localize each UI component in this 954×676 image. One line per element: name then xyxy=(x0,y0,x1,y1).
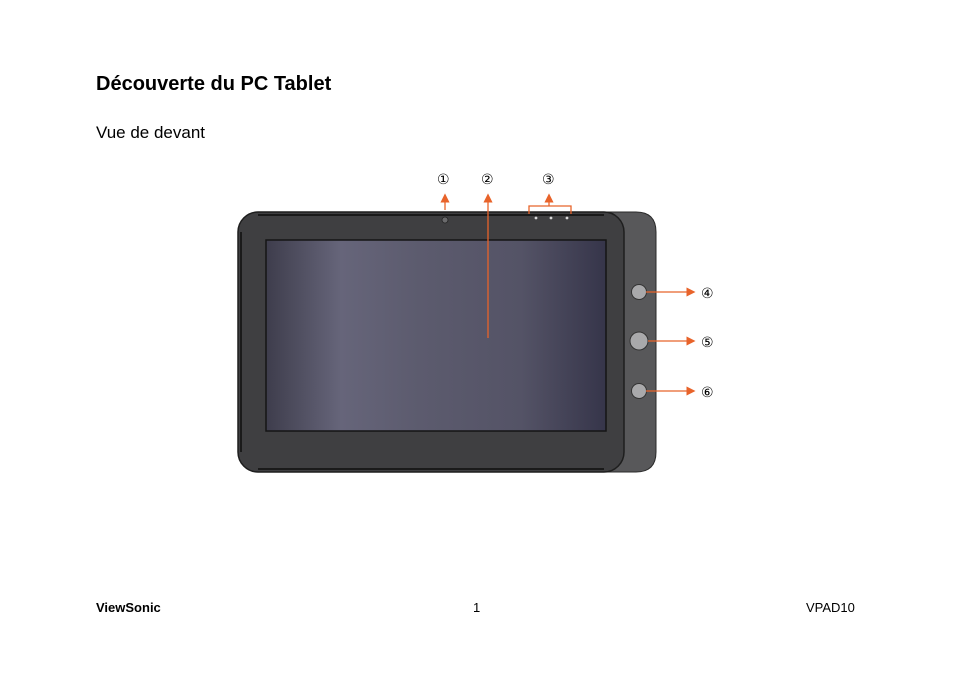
footer-model: VPAD10 xyxy=(806,600,855,615)
callout-1-label: ① xyxy=(437,172,450,188)
callout-2-label: ② xyxy=(481,172,494,188)
side-button-bottom xyxy=(631,383,647,399)
side-button-middle xyxy=(629,331,649,351)
side-button-top xyxy=(631,284,647,300)
callout-6-label: ⑥ xyxy=(701,385,714,401)
footer-page-number: 1 xyxy=(473,600,481,615)
indicator-lights xyxy=(534,216,569,220)
footer-brand: ViewSonic xyxy=(96,600,161,615)
section-subtitle: Vue de devant xyxy=(96,123,206,142)
callout-5-label: ⑤ xyxy=(701,335,714,351)
callout-3-label: ③ xyxy=(542,172,555,188)
page-title: Découverte du PC Tablet xyxy=(96,73,332,95)
callout-3-bracket xyxy=(528,193,572,214)
callout-4-label: ④ xyxy=(701,286,714,302)
tablet-screen xyxy=(265,239,607,432)
camera-icon xyxy=(441,216,449,224)
